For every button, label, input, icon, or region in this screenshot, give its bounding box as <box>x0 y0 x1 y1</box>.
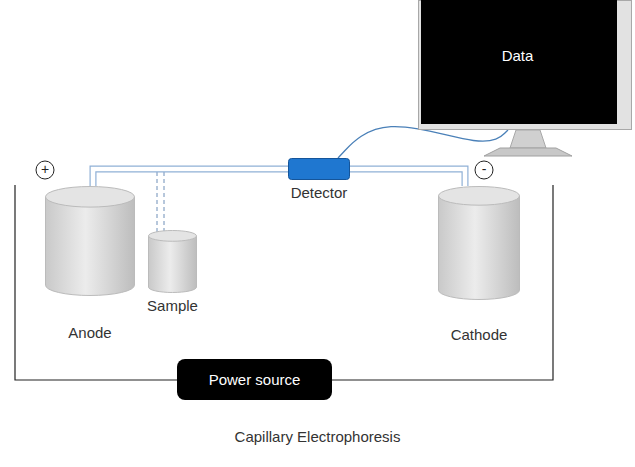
text-holder: Detector <box>291 184 348 202</box>
power-source: Power source <box>177 359 332 400</box>
caption-holder: Capillary Electrophoresis <box>0 428 635 446</box>
detector-box: Detector <box>288 158 350 180</box>
node-label: - <box>482 161 487 177</box>
sample-vial-outline <box>148 230 197 293</box>
text-holder: Power source <box>209 371 301 389</box>
sample-inlet <box>157 172 158 232</box>
node-label: Sample <box>147 297 198 314</box>
anode-reservoir: Anode <box>45 186 135 296</box>
capillary-wall <box>93 169 288 186</box>
text-holder: - <box>482 160 487 178</box>
node-label: Data <box>502 47 534 64</box>
data-cable <box>338 127 508 158</box>
data-monitor-outline <box>418 0 632 130</box>
power-wire <box>332 185 553 380</box>
capillary-tube <box>93 169 288 186</box>
polarity-circle: - <box>474 160 494 180</box>
monitor-base <box>484 148 572 156</box>
text-holder: + <box>41 160 49 178</box>
node-label: Anode <box>68 324 111 341</box>
cathode-reservoir-outline <box>438 186 520 300</box>
data-monitor: Data <box>418 0 632 130</box>
capillary-bore <box>350 169 465 186</box>
polarity-circle: + <box>35 160 55 180</box>
capillary-bore <box>93 169 288 186</box>
detector-box-outline <box>288 158 350 180</box>
anode-reservoir-outline <box>45 186 135 296</box>
text-holder: Sample <box>147 297 198 315</box>
capillary-tube <box>350 169 465 186</box>
cable-line <box>338 127 508 158</box>
node-label: Power source <box>209 371 301 388</box>
node-label: Detector <box>291 184 348 201</box>
figure-caption: Capillary Electrophoresis <box>235 428 401 445</box>
node-label: + <box>41 161 49 177</box>
sample-vial: Sample <box>148 230 197 293</box>
monitor-stand <box>510 130 546 148</box>
cathode-reservoir: Cathode <box>438 186 520 300</box>
node-label: Cathode <box>451 326 508 343</box>
capillary-wall <box>350 169 465 186</box>
sample-inlet <box>164 172 165 232</box>
text-holder: Anode <box>68 324 111 342</box>
text-holder: Data <box>502 47 534 65</box>
text-holder: Cathode <box>451 326 508 344</box>
